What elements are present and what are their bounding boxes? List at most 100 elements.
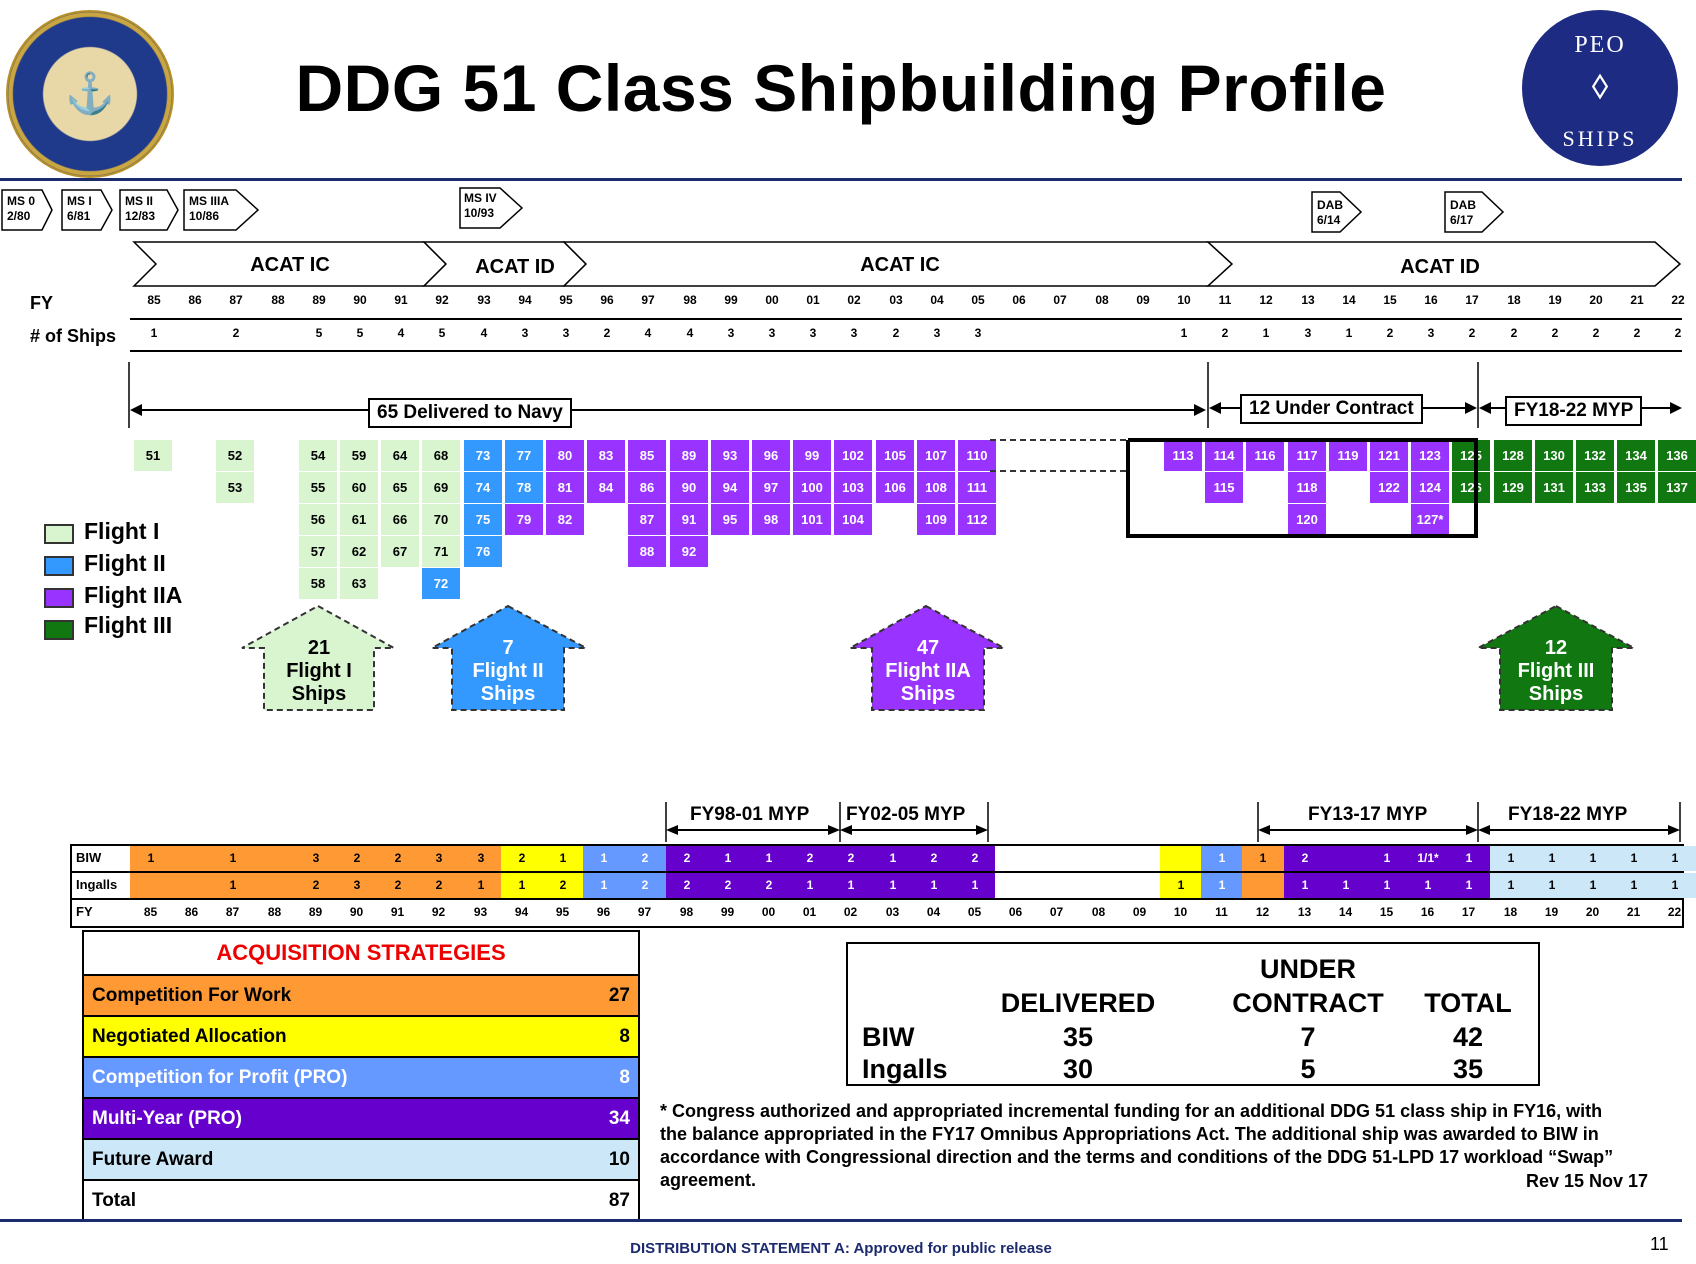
fy-year-30: 15 [1383,293,1397,307]
ships-count-28: 3 [1304,326,1312,340]
hull-68: 68 [422,440,460,471]
biw-cell-4: 3 [295,846,337,871]
hull-57: 57 [299,536,337,567]
ships-count-15: 3 [768,326,776,340]
bottom-fy-11: 96 [596,905,611,919]
fy-year-4: 89 [312,293,326,307]
biw-cell-35: 1 [1572,846,1614,871]
fy-year-3: 88 [271,293,285,307]
hull-93: 93 [711,440,749,471]
ships-count-20: 3 [974,326,982,340]
acq-label-0: Competition For Work [92,985,292,1006]
ingalls-cell-9: 1 [501,873,543,898]
bottom-fy-29: 14 [1338,905,1353,919]
milestone-ms1 [61,189,113,231]
bottom-fy-37: 22 [1667,905,1682,919]
hull-101: 101 [793,504,831,535]
ships-count-7: 5 [438,326,446,340]
hull-88: 88 [628,536,666,567]
biw-cell-13: 2 [666,846,708,871]
bottom-fy-14: 99 [720,905,735,919]
bottom-fy-23: 08 [1091,905,1106,919]
hull-120: 120 [1288,504,1326,535]
page-number: 11 [1650,1234,1669,1254]
hull-73: 73 [464,440,502,471]
bottom-fy-24: 09 [1132,905,1147,919]
hull-135: 135 [1617,472,1655,503]
ships-count-4: 5 [315,326,323,340]
bottom-fy-31: 16 [1420,905,1435,919]
fy-year-17: 02 [847,293,861,307]
hull-63: 63 [340,568,378,599]
hull-115: 115 [1205,472,1243,503]
hull-54: 54 [299,440,337,471]
ingalls-cell-11: 1 [583,873,625,898]
hull-129: 129 [1494,472,1532,503]
hull-113: 113 [1164,440,1202,471]
ingalls-cell-28: 1 [1284,873,1326,898]
fy-year-15: 00 [765,293,779,307]
hull-53: 53 [216,472,254,503]
ships-count-0: 1 [150,326,158,340]
ingalls-cell-17: 1 [830,873,872,898]
summary-header-delivered: DELIVERED [1000,988,1156,1018]
fy-year-36: 21 [1630,293,1644,307]
hull-104: 104 [834,504,872,535]
legend-flight2a: Flight IIA [84,582,183,608]
ingalls-cell-27 [1242,873,1284,898]
hull-137: 137 [1658,472,1696,503]
hull-62: 62 [340,536,378,567]
bottom-fy-8: 93 [473,905,488,919]
fy-year-7: 92 [435,293,449,307]
summary-ingalls-total: 35 [1452,1054,1484,1084]
hull-102: 102 [834,440,872,471]
ingalls-row-label: Ingalls [76,877,118,892]
ingalls-cell-12: 2 [624,873,666,898]
hull-80: 80 [546,440,584,471]
bottom-fy-28: 13 [1297,905,1312,919]
hull-56: 56 [299,504,337,535]
hull-64: 64 [381,440,419,471]
acq-row-3: Multi-Year (PRO)34 [84,1097,638,1138]
milestone-ms3a [183,189,260,231]
ingalls-cell-15: 2 [748,873,790,898]
fy-year-2: 87 [229,293,243,307]
biw-cell-15: 1 [748,846,790,871]
hull-124: 124 [1411,472,1449,503]
bottom-fy-17: 02 [843,905,858,919]
fy-year-14: 99 [724,293,738,307]
bottom-fy-4: 89 [308,905,323,919]
biw-cell-29 [1325,846,1367,871]
biw-cell-24 [1119,846,1161,871]
ships-count-5: 5 [356,326,364,340]
under-contract-span-label: 12 Under Contract [1240,394,1423,424]
ingalls-cell-32: 1 [1448,873,1490,898]
shipyard-rule-1 [70,871,1682,873]
bottom-fy-30: 15 [1379,905,1394,919]
fy-year-35: 20 [1589,293,1603,307]
hull-74: 74 [464,472,502,503]
fy-year-21: 06 [1012,293,1026,307]
delivery-summary-table: UNDER DELIVERED CONTRACT TOTAL BIW 35 7 … [846,942,1540,1086]
hull-70: 70 [422,504,460,535]
bottom-fy-13: 98 [679,905,694,919]
ingalls-cell-23 [1078,873,1120,898]
distribution-statement: DISTRIBUTION STATEMENT A: Approved for p… [630,1240,1052,1257]
ships-count-25: 1 [1180,326,1188,340]
flight1-arrow-shape [241,604,395,711]
fy-year-6: 91 [394,293,408,307]
hull-69: 69 [422,472,460,503]
ship-emblem-icon: ⬨ [1591,62,1609,106]
ships-count-14: 3 [727,326,735,340]
legend-flight3: Flight III [84,612,173,638]
myp-label-02-05: FY02-05 MYP [846,804,966,825]
biw-cell-20: 2 [954,846,996,871]
header-divider [0,178,1682,181]
ships-count-30: 2 [1386,326,1394,340]
ingalls-cell-36: 1 [1613,873,1655,898]
bottom-fy-2: 87 [225,905,240,919]
biw-cell-23 [1078,846,1120,871]
